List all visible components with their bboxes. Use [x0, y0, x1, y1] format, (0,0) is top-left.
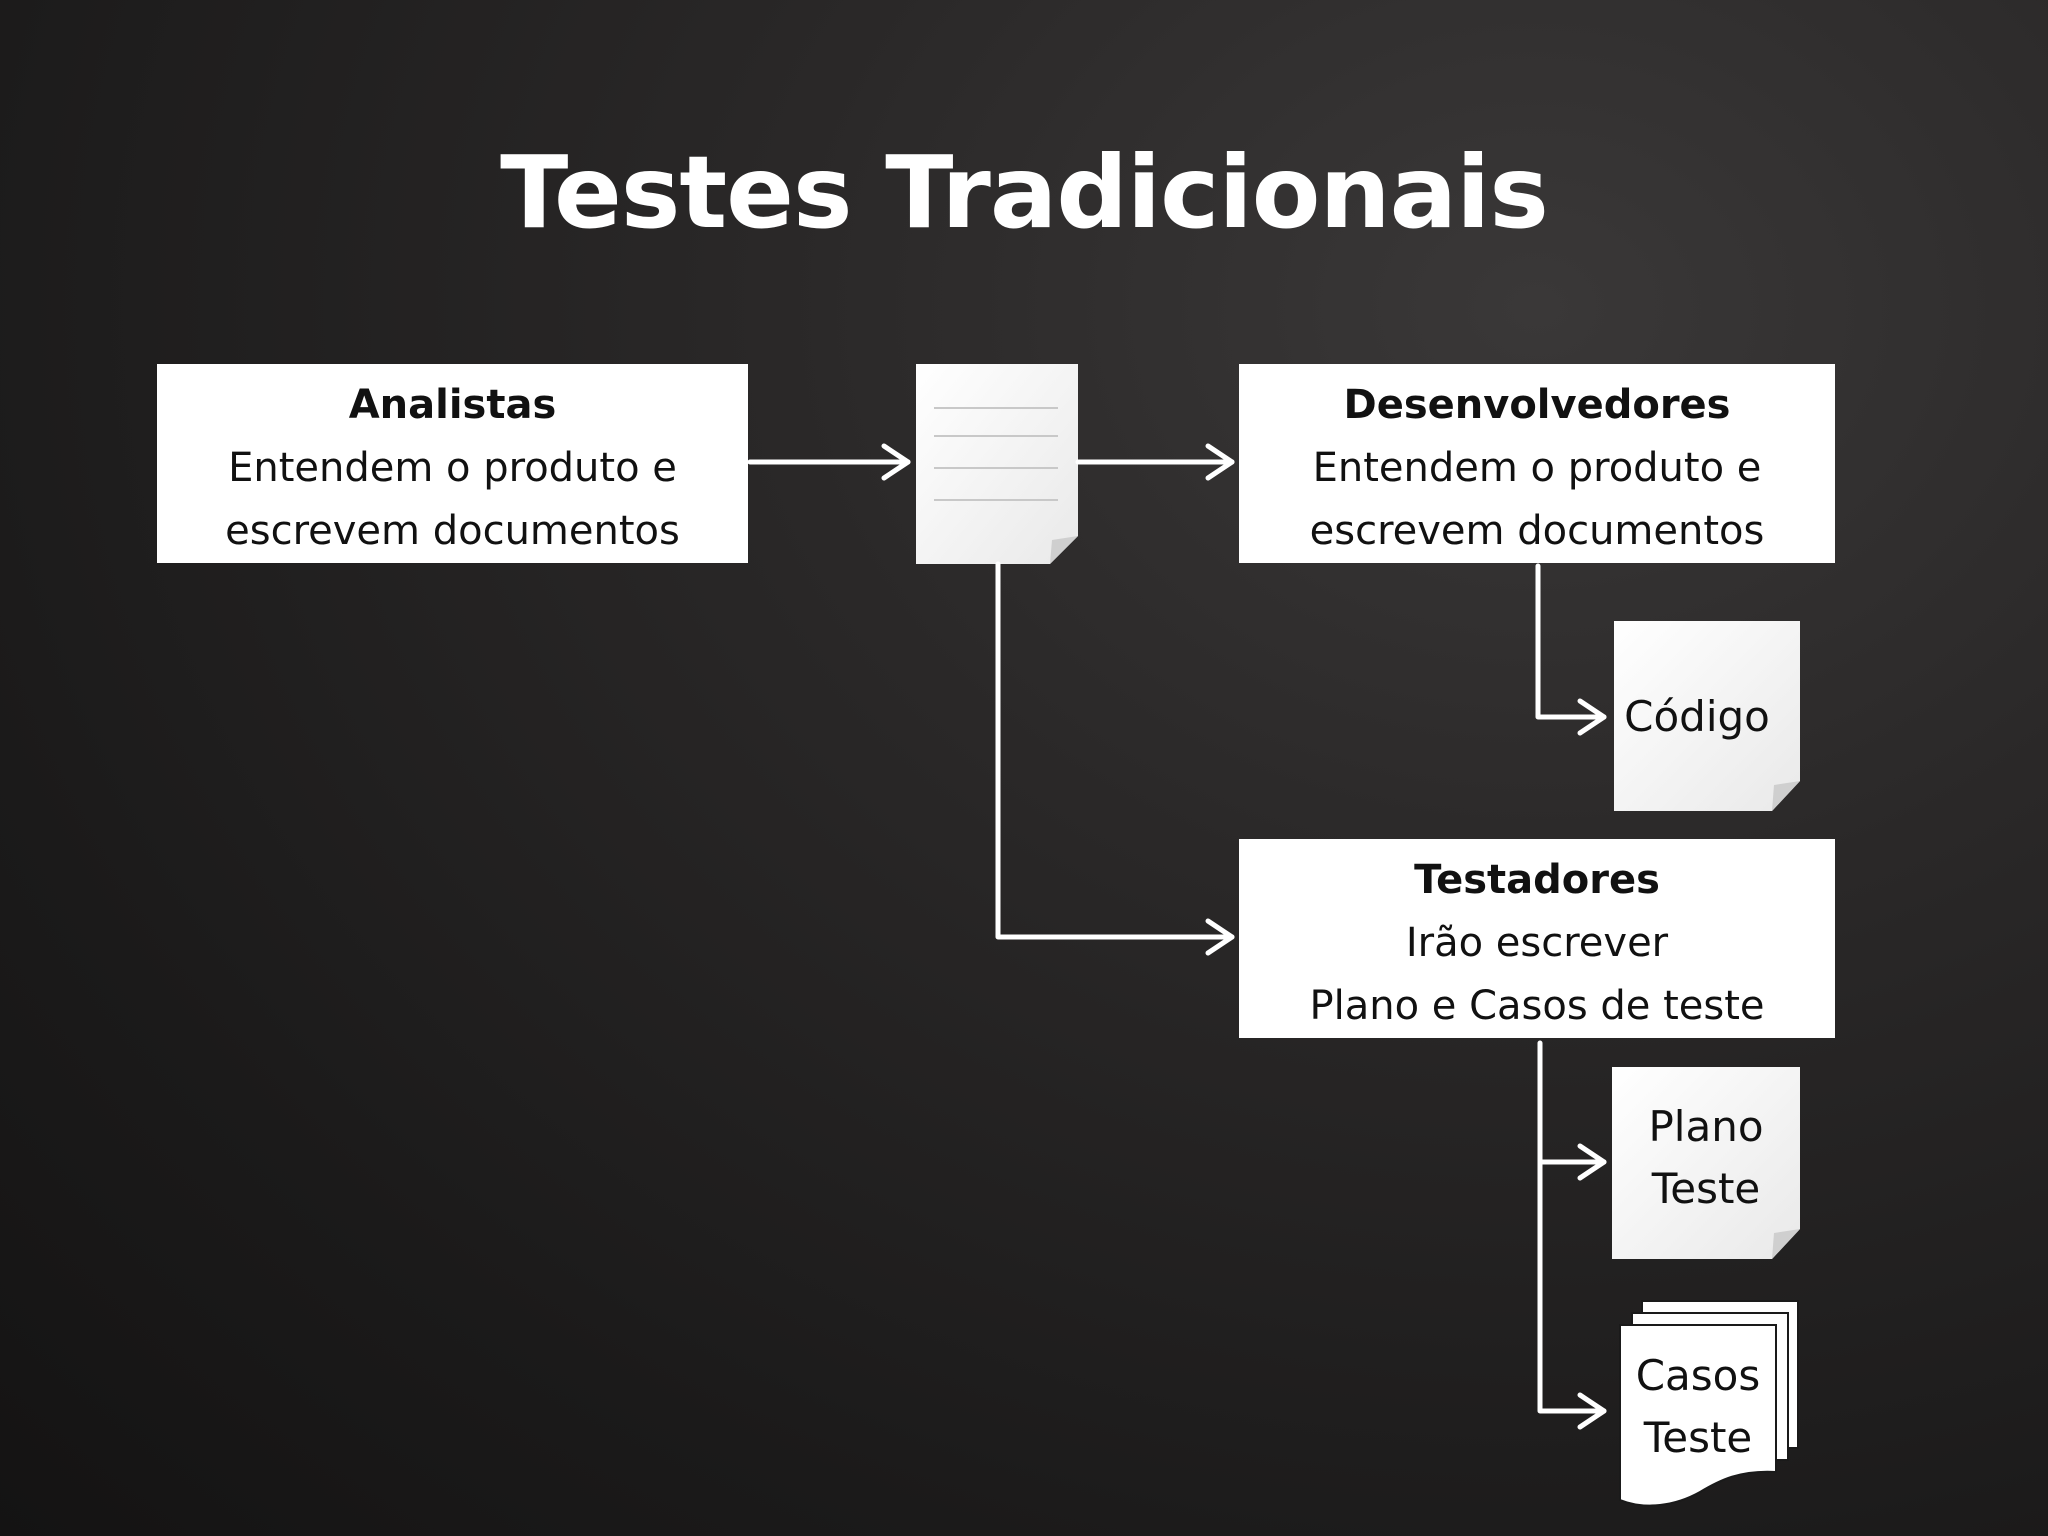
arrow-document-to-testadores: [995, 561, 1235, 940]
desenvolvedores-line-2: escrevem documentos: [1309, 508, 1765, 554]
document-icon: [916, 364, 1078, 564]
casos-teste-documents-icon: [1619, 1300, 1799, 1507]
analistas-line-2: escrevem documentos: [225, 508, 680, 554]
casos-teste-label: Casos Teste: [1622, 1345, 1774, 1469]
codigo-document-icon: [1614, 621, 1800, 811]
analistas-heading: Analistas: [348, 382, 557, 428]
arrow-desenvolvedores-to-codigo: [1535, 563, 1607, 720]
codigo-text: Código: [1624, 692, 1770, 741]
desenvolvedores-box: Desenvolvedores Entendem o produto e esc…: [1239, 364, 1835, 563]
testadores-heading: Testadores: [1414, 857, 1660, 903]
casos-line-2: Teste: [1643, 1413, 1753, 1462]
plano-line-2: Teste: [1651, 1164, 1761, 1213]
plano-teste-document-icon: [1612, 1067, 1800, 1259]
codigo-label: Código: [1612, 686, 1782, 748]
casos-line-1: Casos: [1635, 1351, 1761, 1400]
analistas-box: Analistas Entendem o produto e escrevem …: [157, 364, 748, 563]
plano-line-1: Plano: [1648, 1102, 1764, 1151]
testadores-line-2: Plano e Casos de teste: [1309, 983, 1765, 1029]
analistas-line-1: Entendem o produto e: [228, 445, 677, 491]
arrow-testadores-to-casos: [1537, 1040, 1607, 1414]
desenvolvedores-line-1: Entendem o produto e: [1312, 445, 1762, 491]
plano-teste-label: Plano Teste: [1612, 1096, 1800, 1220]
testadores-line-1: Irão escrever: [1405, 920, 1669, 966]
testadores-box: Testadores Irão escrever Plano e Casos d…: [1239, 839, 1835, 1038]
slide-title: Testes Tradicionais: [500, 134, 1549, 251]
desenvolvedores-heading: Desenvolvedores: [1343, 382, 1731, 428]
